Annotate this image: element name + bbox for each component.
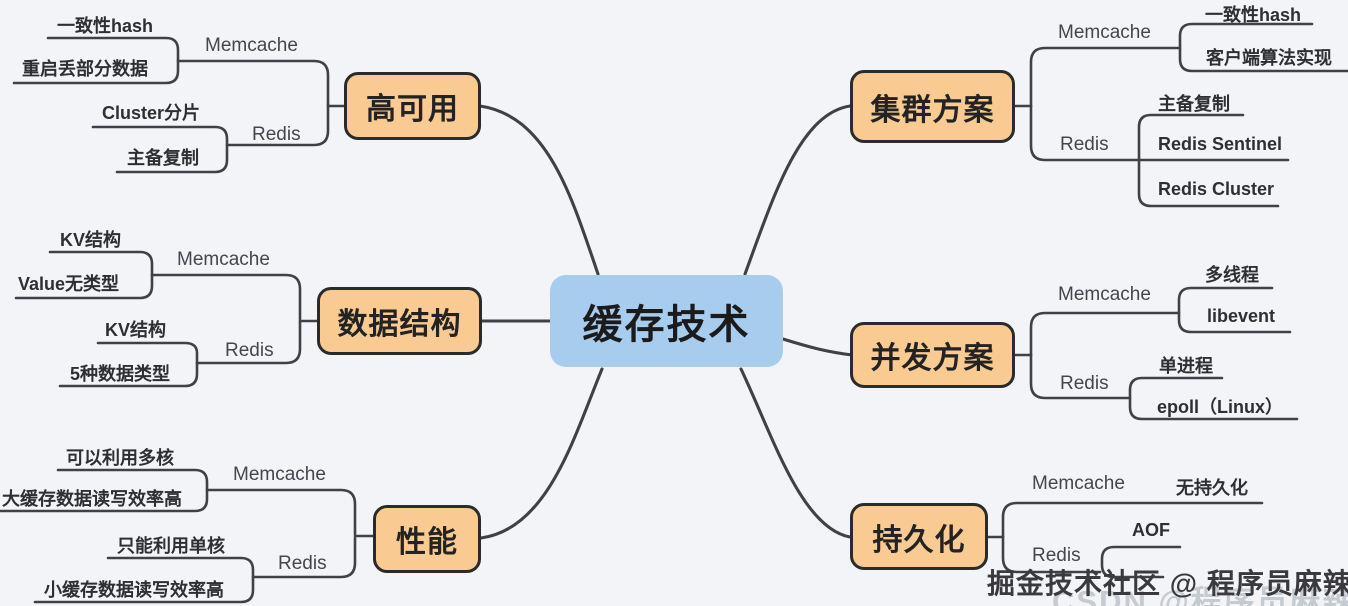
leaf-ds-kv-structure-redis: KV结构 <box>105 320 167 340</box>
central-topic: 缓存技术 <box>550 275 783 367</box>
bracket-ha-redis-leaves <box>91 125 229 174</box>
bracket-ds-redis-leaves <box>58 341 199 388</box>
branch-cs-memcache-label: Memcache <box>1058 22 1151 43</box>
leaf-ds-five-data-types: 5种数据类型 <box>70 364 171 384</box>
line-center-to-concurrency-scheme <box>781 337 854 357</box>
line-cc-redis <box>1029 353 1132 400</box>
line-ps-memcache <box>1001 501 1264 539</box>
branch-ha-redis-label: Redis <box>252 124 301 145</box>
watermark-juejin: 掘金技术社区 @ 程序员麻辣烫 <box>987 568 1348 599</box>
branch-ha-memcache-label: Memcache <box>205 35 298 56</box>
leaf-pf-single-core-only: 只能利用单核 <box>117 536 225 556</box>
line-pf-redis <box>251 536 357 579</box>
topic-data-structure: 数据结构 <box>317 287 482 355</box>
line-center-to-high-availability <box>478 104 600 276</box>
leaf-ha-consistent-hash: 一致性hash <box>57 16 154 36</box>
leaf-ha-cluster-sharding: Cluster分片 <box>102 103 201 123</box>
branch-ds-memcache-label: Memcache <box>177 249 270 270</box>
leaf-cs-client-side-algorithm: 客户端算法实现 <box>1206 48 1332 68</box>
leaf-ps-aof: AOF <box>1132 520 1170 540</box>
leaf-pf-small-cache-efficiency: 小缓存数据读写效率高 <box>44 580 224 600</box>
branch-cs-redis-label: Redis <box>1060 134 1109 155</box>
bracket-cc-redis-leaves <box>1128 376 1299 421</box>
leaf-ha-restart-data-loss: 重启丢部分数据 <box>22 59 148 79</box>
leaf-ds-value-untyped: Value无类型 <box>18 274 120 294</box>
line-cs-memcache <box>1029 46 1182 108</box>
branch-ps-redis-label: Redis <box>1032 545 1081 566</box>
leaf-cc-libevent: libevent <box>1207 306 1276 326</box>
branch-ps-memcache-label: Memcache <box>1032 473 1125 494</box>
bracket-cs-memcache-leaves <box>1178 22 1348 73</box>
leaf-ha-master-slave-replication: 主备复制 <box>127 148 199 168</box>
leaf-pf-large-cache-efficiency: 大缓存数据读写效率高 <box>2 489 182 509</box>
topic-concurrency-scheme: 并发方案 <box>850 322 1015 388</box>
bracket-cs-redis-leaves <box>1137 113 1280 208</box>
leaf-cs-consistent-hash: 一致性hash <box>1205 5 1302 25</box>
line-ds-memcache <box>150 273 302 321</box>
leaf-cc-multi-thread: 多线程 <box>1205 265 1259 285</box>
topic-cluster-scheme: 集群方案 <box>850 70 1015 143</box>
leaf-cs-master-slave-replication: 主备复制 <box>1158 94 1230 114</box>
topic-persistence: 持久化 <box>850 503 988 570</box>
line-center-to-performance <box>479 367 604 540</box>
line-center-to-cluster-scheme <box>743 104 852 276</box>
leaf-cc-epoll-linux: epoll（Linux） <box>1157 397 1283 417</box>
bracket-pf-redis-leaves <box>33 556 255 604</box>
line-ds-redis <box>195 319 302 365</box>
topic-performance: 性能 <box>373 505 481 573</box>
line-ha-redis <box>225 102 330 147</box>
branch-cc-redis-label: Redis <box>1060 373 1109 394</box>
branch-pf-memcache-label: Memcache <box>233 464 326 485</box>
leaf-cc-single-process: 单进程 <box>1159 356 1213 376</box>
line-pf-memcache <box>205 488 357 536</box>
leaf-cs-redis-cluster: Redis Cluster <box>1158 179 1275 199</box>
leaf-ps-no-persistence: 无持久化 <box>1176 478 1248 498</box>
branch-cc-memcache-label: Memcache <box>1058 284 1151 305</box>
leaf-cs-redis-sentinel: Redis Sentinel <box>1158 134 1283 154</box>
line-cc-memcache <box>1029 311 1181 357</box>
bracket-cc-memcache-leaves <box>1177 286 1292 334</box>
topic-high-availability: 高可用 <box>344 72 481 140</box>
line-center-to-persistence <box>739 367 852 539</box>
bracket-ps-redis-leaves <box>1100 545 1182 579</box>
leaf-ds-kv-structure-memcache: KV结构 <box>60 230 122 250</box>
leaf-pf-multi-core: 可以利用多核 <box>66 448 174 468</box>
branch-ds-redis-label: Redis <box>225 340 274 361</box>
watermark-csdn: CSDN @程序员麻辣烫 <box>1052 584 1348 606</box>
line-cs-redis <box>1029 104 1290 162</box>
line-ha-memcache <box>176 59 330 106</box>
branch-pf-redis-label: Redis <box>278 553 327 574</box>
line-ps-redis <box>1001 535 1102 574</box>
